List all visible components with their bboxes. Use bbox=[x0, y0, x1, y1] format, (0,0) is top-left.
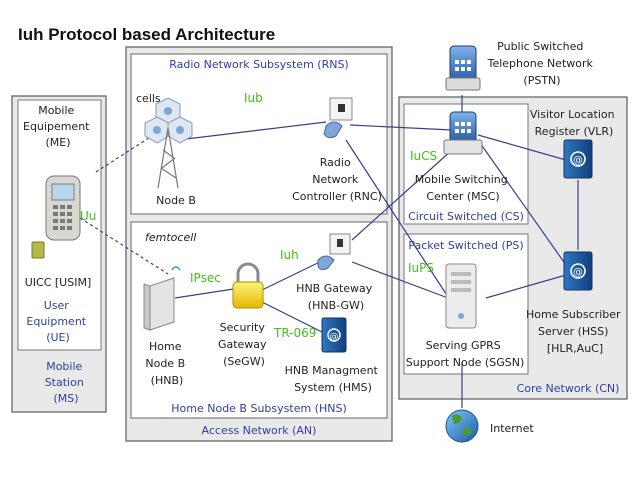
link-ue-nodeb bbox=[95, 131, 159, 173]
hss-label: Home Subscriber Server (HSS) [HLR,AuC] bbox=[526, 308, 624, 355]
access-network-label: Access Network (AN) bbox=[202, 424, 317, 437]
sim-card-icon bbox=[31, 241, 45, 259]
svg-text:@: @ bbox=[573, 267, 583, 278]
msc-telephone-icon bbox=[443, 111, 483, 155]
ms-label: Mobile Station (MS) bbox=[45, 360, 88, 405]
ipsec-interface-label: IPsec bbox=[190, 271, 221, 285]
uicc-label: UICC [USIM] bbox=[25, 276, 92, 289]
links bbox=[79, 95, 579, 408]
link-segw-hms bbox=[261, 301, 323, 333]
link-msc-hss bbox=[477, 139, 567, 266]
hss-address-book-icon: @ bbox=[563, 251, 593, 291]
page-title: Iuh Protocol based Architecture bbox=[18, 25, 275, 44]
hnb-device-icon bbox=[143, 266, 181, 331]
security-gateway-lock-icon bbox=[232, 262, 264, 309]
cells-label: cells bbox=[136, 92, 161, 105]
rnc-icon bbox=[323, 97, 353, 139]
me-label: Mobile Equipement (ME) bbox=[23, 104, 93, 149]
rns-label: Radio Network Subsystem (RNS) bbox=[169, 58, 348, 71]
link-sgsn-hss bbox=[485, 274, 567, 299]
internet-globe-icon bbox=[445, 409, 479, 443]
node-b-tower-icon bbox=[144, 97, 193, 189]
hns-label: Home Node B Subsystem (HNS) bbox=[171, 402, 347, 415]
link-hnbgw-sgsn bbox=[351, 261, 449, 299]
node-b-label: Node B bbox=[156, 194, 196, 207]
mobile-station-box bbox=[11, 95, 107, 413]
svg-text:@: @ bbox=[573, 155, 583, 166]
iuh-interface-label: Iuh bbox=[280, 248, 299, 262]
uu-interface-label: Uu bbox=[80, 209, 96, 223]
sgsn-server-icon bbox=[445, 263, 477, 329]
link-rnc-sgsn bbox=[345, 139, 451, 301]
iucs-interface-label: IuCS bbox=[410, 149, 437, 163]
tr069-interface-label: TR-069 bbox=[273, 326, 316, 340]
rnc-label: Radio Network Controller (RNC) bbox=[292, 156, 382, 203]
hms-address-book-icon: @ bbox=[321, 317, 347, 353]
svg-text:@: @ bbox=[330, 332, 339, 342]
mobile-phone-icon bbox=[45, 175, 81, 241]
iups-interface-label: IuPS bbox=[408, 261, 434, 275]
msc-label: Mobile Switching Center (MSC) bbox=[415, 173, 511, 203]
link-ue-hnb bbox=[79, 217, 169, 275]
segw-label: Security Gateway (SeGW) bbox=[218, 321, 270, 368]
femtocell-label: femtocell bbox=[145, 231, 196, 244]
core-network-label: Core Network (CN) bbox=[517, 382, 620, 395]
sgsn-label: Serving GPRS Support Node (SGSN) bbox=[406, 339, 525, 369]
hnb-gateway-icon bbox=[317, 233, 351, 271]
link-nodeb-rnc bbox=[177, 121, 327, 141]
link-msc-vlr bbox=[477, 134, 567, 161]
vlr-label: Visitor Location Register (VLR) bbox=[530, 108, 618, 138]
link-segw-hnbgw bbox=[261, 257, 329, 291]
vlr-address-book-icon: @ bbox=[563, 139, 593, 179]
pstn-telephone-icon bbox=[445, 45, 481, 91]
pstn-label: Public Switched Telephone Network (PSTN) bbox=[487, 40, 597, 87]
link-hnbgw-msc bbox=[351, 149, 453, 241]
ue-label: User Equipment (UE) bbox=[26, 299, 89, 344]
hnb-label: Home Node B (HNB) bbox=[145, 340, 188, 387]
ps-label: Packet Switched (PS) bbox=[408, 239, 523, 252]
link-hnb-segw bbox=[174, 287, 241, 299]
iub-interface-label: Iub bbox=[244, 91, 263, 105]
cs-label: Circuit Switched (CS) bbox=[408, 210, 524, 223]
hms-label: HNB Managment System (HMS) bbox=[285, 364, 382, 394]
internet-label: Internet bbox=[490, 422, 534, 435]
hnb-gateway-label: HNB Gateway (HNB-GW) bbox=[296, 282, 376, 312]
link-rnc-msc bbox=[349, 124, 453, 131]
